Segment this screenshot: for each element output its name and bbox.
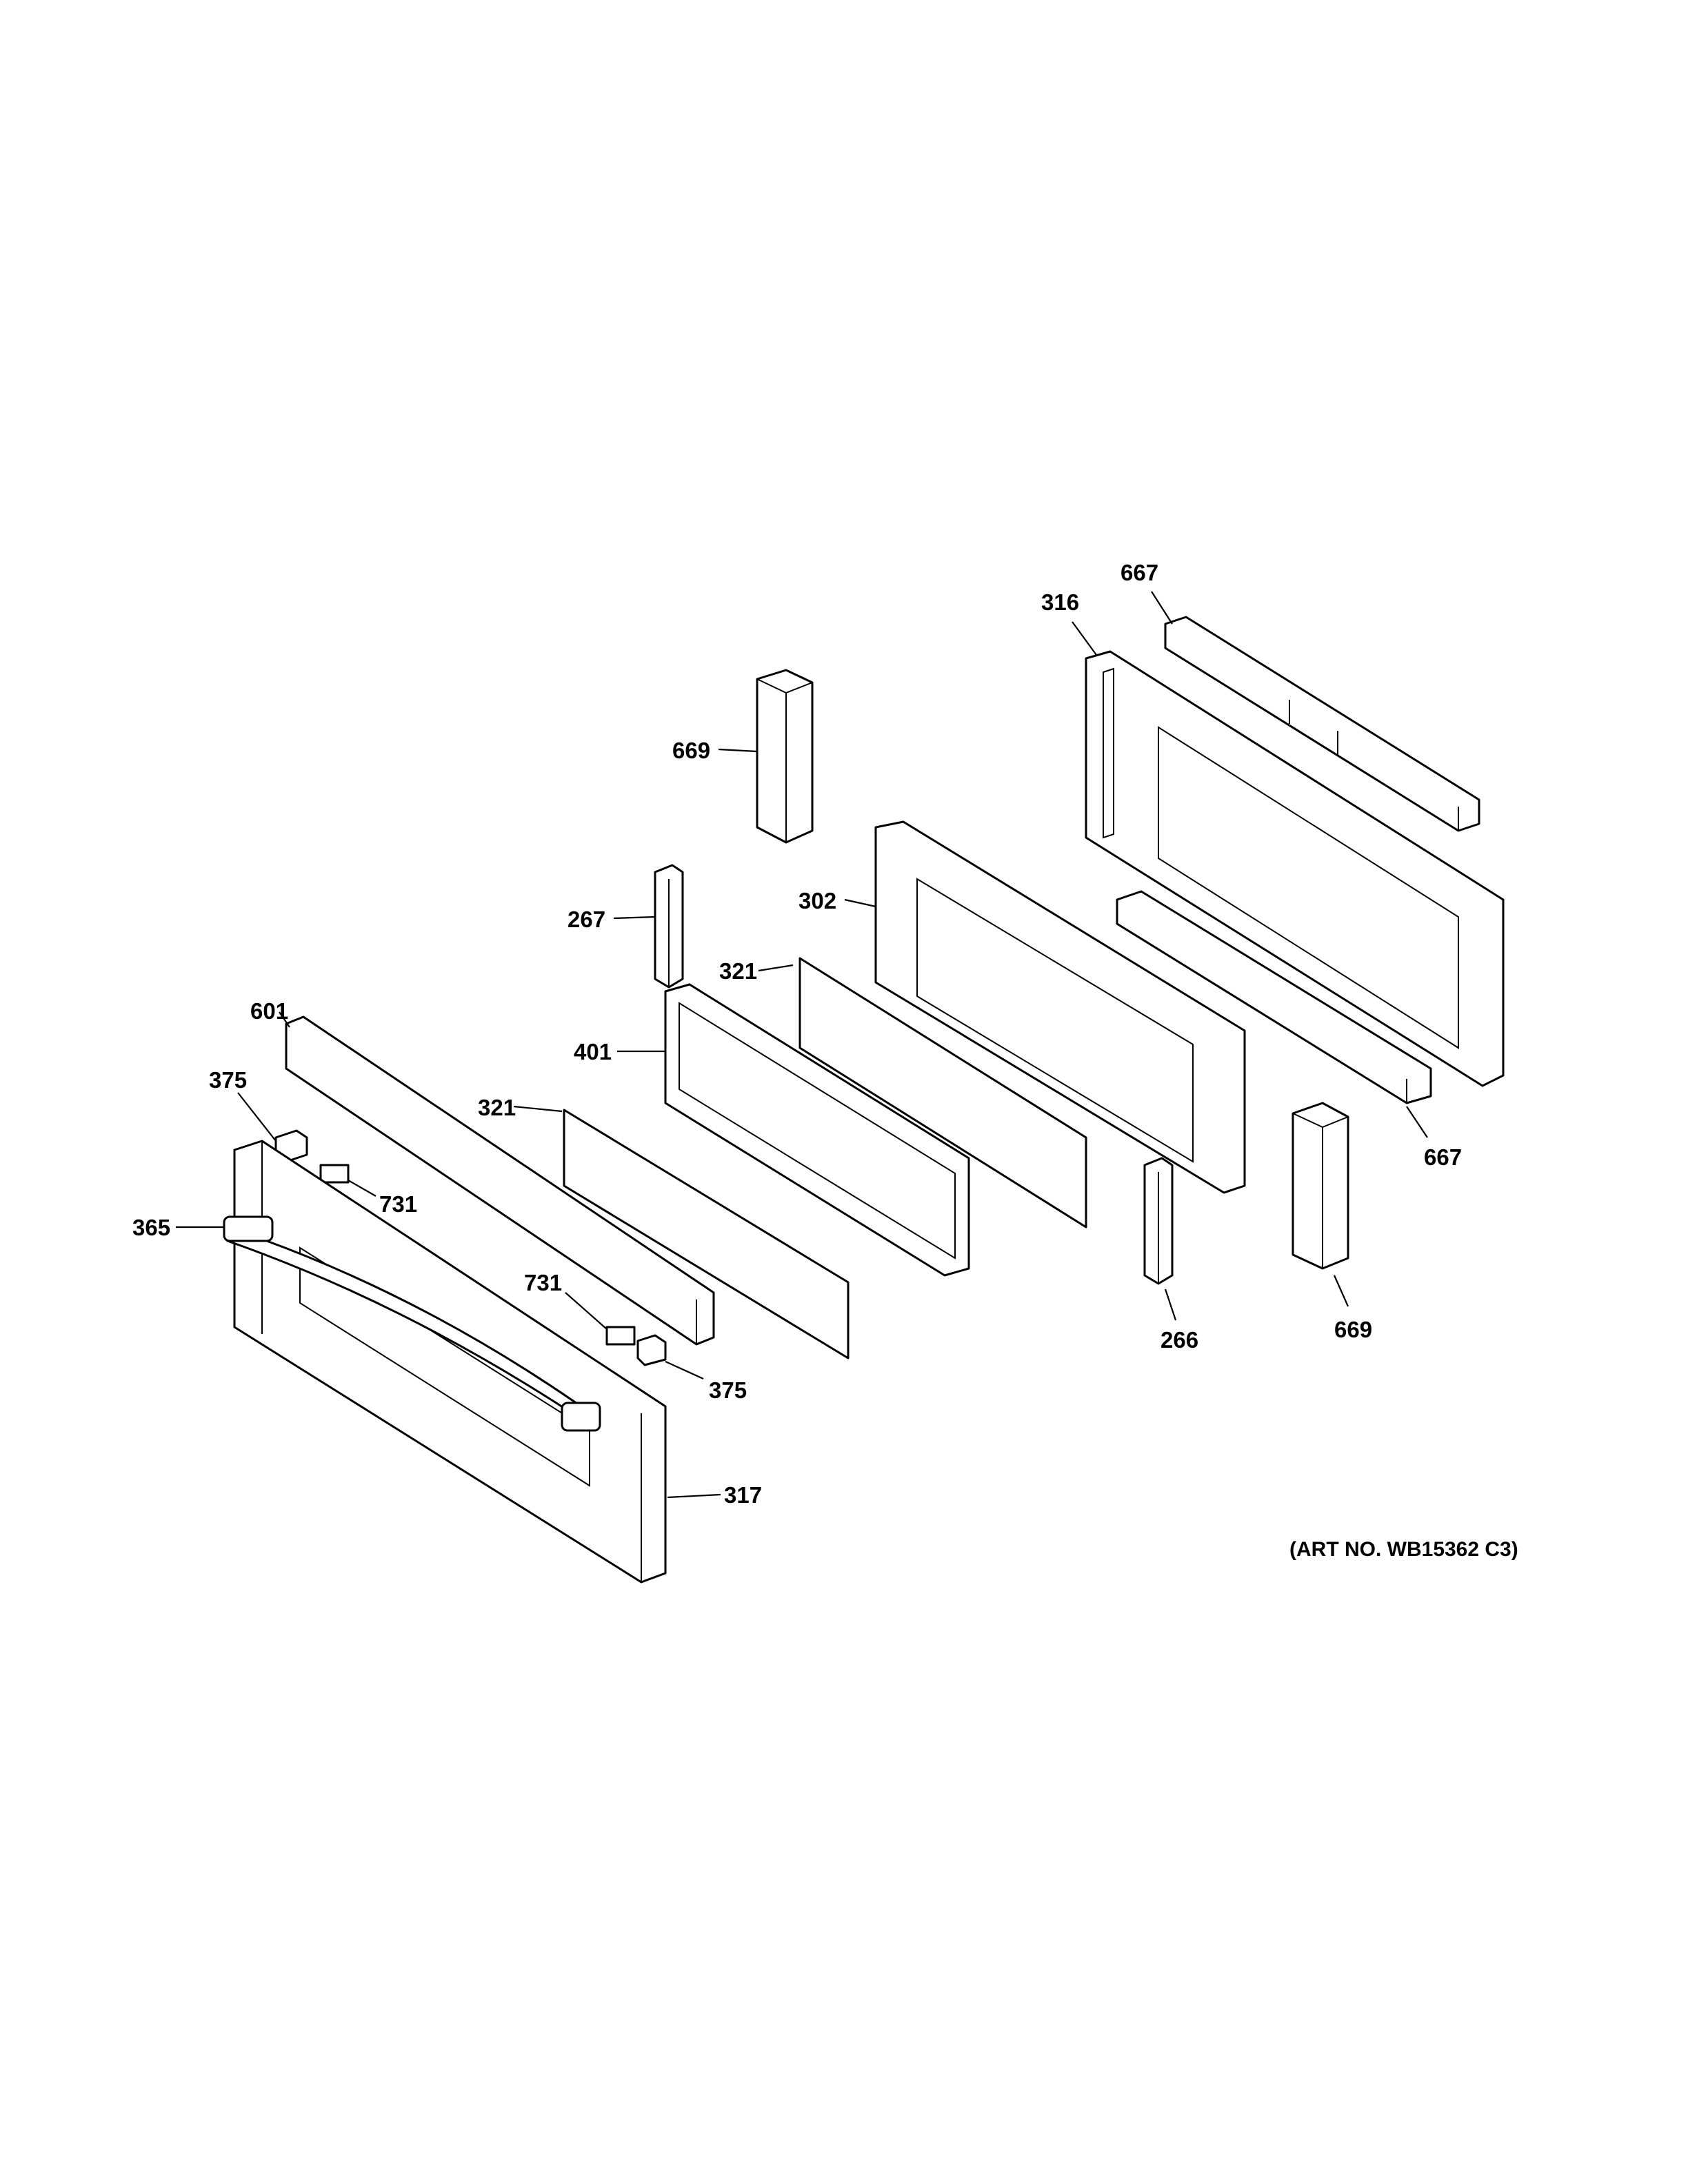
part-302-inner-liner xyxy=(874,820,1246,1194)
label-601: 601 xyxy=(250,998,288,1024)
part-365-handle xyxy=(223,1215,601,1432)
callout-labels: 667 316 669 267 302 321 601 401 375 321 … xyxy=(132,560,1462,1508)
part-321-glass-right xyxy=(798,957,1087,1228)
part-267-hinge-bracket xyxy=(654,864,684,989)
label-667-right: 667 xyxy=(1424,1144,1462,1170)
part-401-glass-pack xyxy=(664,983,970,1277)
part-731-clip-top xyxy=(319,1164,350,1184)
leader-lines xyxy=(176,591,1428,1499)
label-267: 267 xyxy=(567,907,605,932)
label-321-right: 321 xyxy=(719,958,757,984)
part-321-glass-left xyxy=(563,1109,850,1359)
label-302: 302 xyxy=(798,888,836,913)
part-669-side-block-lower xyxy=(1292,1102,1349,1270)
part-601-door-trim xyxy=(285,1015,715,1346)
part-375-hinge-clip-bottom xyxy=(636,1334,667,1366)
label-731-top: 731 xyxy=(379,1191,417,1217)
label-375-top: 375 xyxy=(209,1067,247,1093)
part-669-side-block-top xyxy=(756,669,814,844)
label-667-top: 667 xyxy=(1121,560,1158,585)
part-731-clip-bottom xyxy=(605,1326,636,1346)
part-667-insulation-top xyxy=(1164,616,1480,832)
label-365: 365 xyxy=(132,1215,170,1240)
label-266: 266 xyxy=(1160,1327,1198,1353)
art-number: (ART NO. WB15362 C3) xyxy=(1289,1538,1518,1561)
label-401: 401 xyxy=(574,1039,612,1064)
label-731-bottom: 731 xyxy=(524,1270,562,1295)
label-321-left: 321 xyxy=(478,1095,516,1120)
label-375-bottom: 375 xyxy=(709,1377,747,1403)
part-667-insulation-lower xyxy=(1116,890,1432,1104)
label-669-bottom: 669 xyxy=(1334,1317,1372,1342)
part-317-outer-door xyxy=(233,1140,667,1584)
part-266-hinge-bracket xyxy=(1143,1157,1174,1285)
label-317: 317 xyxy=(724,1482,762,1508)
label-669-top: 669 xyxy=(672,738,710,763)
part-316-rear-frame xyxy=(1085,650,1505,1087)
label-316: 316 xyxy=(1041,589,1079,615)
